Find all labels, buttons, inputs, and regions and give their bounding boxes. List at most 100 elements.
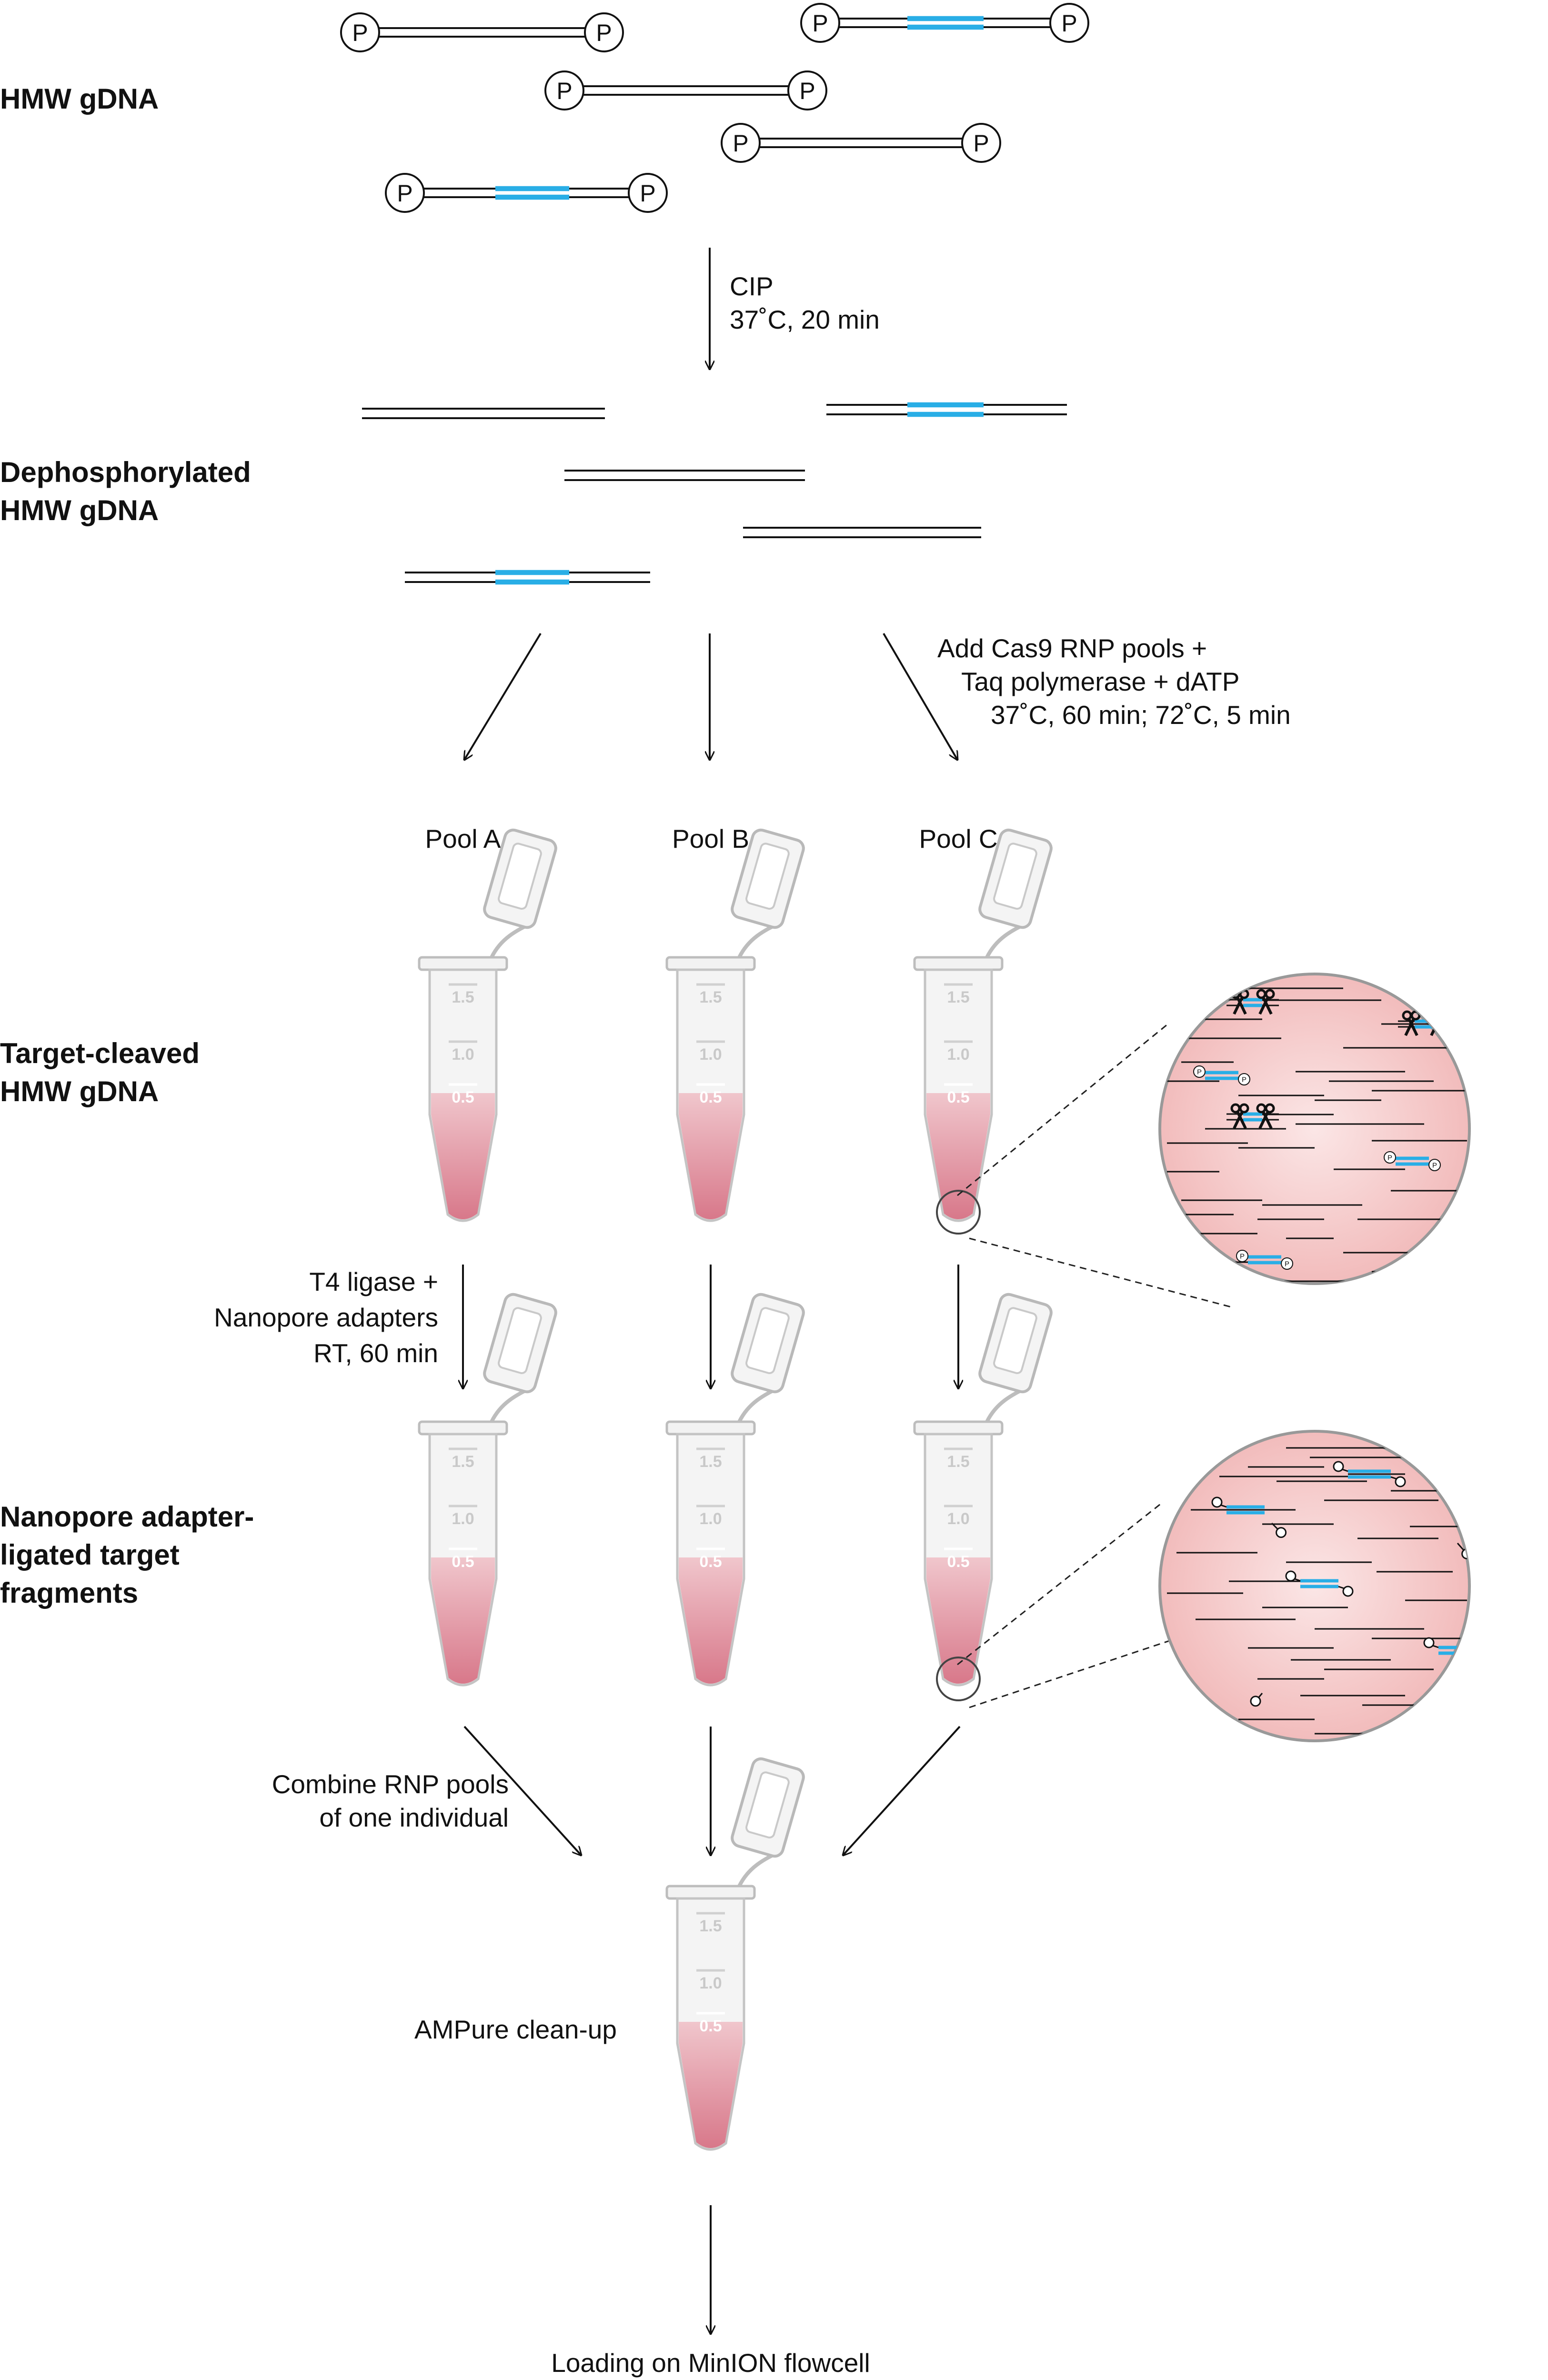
phosphate-circle — [1428, 1159, 1441, 1171]
adapter-stem — [1338, 1586, 1345, 1589]
tube-volume-mark: 0.5 — [452, 1553, 474, 1571]
adapter-stem — [1290, 1416, 1295, 1422]
adapter-head — [1395, 1476, 1406, 1487]
zoom-circle-cleaved — [1158, 973, 1471, 1285]
phosphate-circle-icon: P — [1428, 1159, 1441, 1171]
zoom-callout-ligated — [957, 1416, 1491, 1742]
tubes: 1.51.00.51.51.00.51.51.00.51.51.00.51.51… — [418, 828, 1053, 2151]
phosphate-circle — [721, 123, 761, 163]
tube-volume-mark: 1.5 — [947, 1453, 969, 1471]
phosphate-circle — [1281, 1257, 1293, 1270]
adapter-head — [1333, 1461, 1344, 1472]
cleaved-target — [1226, 990, 1279, 1014]
phosphate-circle-icon: P — [721, 123, 761, 163]
dna-fragment — [757, 138, 965, 148]
target-dna-fragment — [405, 570, 650, 585]
phosphate-label: P — [1458, 1286, 1463, 1294]
tube-volume-mark: 1.0 — [947, 1045, 969, 1064]
dna-fragment — [362, 408, 605, 419]
tube-rim — [665, 956, 756, 971]
tube-volume-mark: 1.0 — [699, 1974, 722, 1992]
tube-cap-inner — [498, 1307, 542, 1375]
pool-a-label: Pool A — [425, 824, 501, 854]
phosphate-circle — [584, 12, 624, 52]
phosphate-label: P — [812, 10, 828, 37]
phosphate-circle — [385, 173, 425, 213]
adapter-head — [1285, 1570, 1297, 1582]
tube-volume-mark: 1.5 — [452, 1453, 474, 1471]
phosphate-label: P — [1061, 10, 1077, 37]
adapter-head — [1481, 1653, 1491, 1663]
tube-cap-inner — [498, 843, 542, 910]
dephosphorylated-dna-fragments — [362, 402, 1067, 585]
tube-rim — [665, 1420, 756, 1436]
tube-combined: 1.51.00.5 — [665, 1757, 805, 2151]
phosphate-circle-icon: P — [1236, 1250, 1248, 1262]
step-nanopore-adapters: Nanopore adapters — [214, 1303, 438, 1332]
arrow-to-pool-c — [883, 633, 957, 760]
target-dna-fragment — [422, 186, 631, 200]
magnifier-ring-cleaved — [936, 1190, 981, 1235]
label-adapter-ligated-1: Nanopore adapter- — [0, 1501, 254, 1533]
phosphate-circle — [1236, 1250, 1248, 1262]
tube-volume-mark: 1.0 — [699, 1510, 722, 1528]
step-cas9-conditions: 37˚C, 60 min; 72˚C, 5 min — [991, 700, 1291, 730]
adapter-lollipop-icon — [1250, 1693, 1263, 1707]
step-combine-individual: of one individual — [319, 1803, 509, 1832]
target-dna-fragment — [837, 16, 1053, 30]
tube-liquid — [926, 1557, 990, 1684]
phosphate-circle-icon: P — [1238, 1073, 1250, 1085]
tube-volume-mark: 1.5 — [452, 988, 474, 1006]
tube-volume-mark: 0.5 — [452, 1088, 474, 1106]
adapter-head — [1276, 1527, 1287, 1538]
tube-liquid — [679, 2022, 743, 2148]
tube-cap-inner — [745, 1307, 790, 1375]
step-combine: Combine RNP pools — [272, 1769, 509, 1799]
phosphorylated-target: PP — [1410, 1276, 1467, 1295]
tube-liquid — [679, 1093, 743, 1219]
tube-volume-mark: 1.5 — [699, 988, 722, 1006]
label-target-cleaved: Target-cleaved — [0, 1037, 200, 1069]
tube-rim — [913, 956, 1004, 971]
phosphate-circle — [628, 173, 668, 213]
tube-cap-inner — [993, 843, 1037, 910]
phosphate-circle-icon: P — [1410, 1276, 1422, 1284]
label-dephosphorylated-hmw: HMW gDNA — [0, 494, 159, 526]
step-t4-ligase: T4 ligase + — [309, 1267, 438, 1296]
phosphate-circle-icon: P — [1049, 3, 1089, 43]
phosphate-label: P — [556, 78, 572, 104]
tube-rim — [665, 1885, 756, 1900]
phosphate-circle-icon: P — [961, 123, 1001, 163]
step-ligation-conditions: RT, 60 min — [313, 1338, 438, 1368]
phosphate-label: P — [596, 20, 612, 46]
phosphate-label: P — [973, 130, 989, 157]
tube-liquid — [431, 1093, 495, 1219]
label-hmw-gdna: HMW gDNA — [0, 83, 159, 115]
phosphate-circle-icon: P — [1455, 1284, 1467, 1295]
tube-volume-mark: 1.0 — [947, 1510, 969, 1528]
phosphate-label: P — [1197, 1068, 1202, 1076]
tube-pool-a: 1.51.00.5 — [418, 828, 557, 1222]
tube-cap-inner — [745, 1771, 790, 1839]
label-adapter-ligated-2: ligated target — [0, 1539, 180, 1571]
step-cas9: Add Cas9 RNP pools + — [937, 633, 1207, 663]
tube-volume-mark: 0.5 — [699, 2017, 722, 2035]
phosphate-circle-icon: P — [1384, 1151, 1396, 1164]
phosphate-circle-icon: P — [1193, 1065, 1206, 1078]
label-target-cleaved-hmw: HMW gDNA — [0, 1075, 159, 1107]
phosphate-circle-icon: P — [800, 3, 840, 43]
tube-ligated-b: 1.51.00.5 — [665, 1293, 805, 1687]
tube-volume-mark: 1.5 — [947, 988, 969, 1006]
phosphate-circle-icon: P — [787, 70, 827, 110]
phosphate-circle — [1049, 3, 1089, 43]
adapter-stem — [1477, 1653, 1482, 1655]
phosphate-label: P — [1432, 1161, 1437, 1169]
phosphate-circle — [1455, 1284, 1467, 1295]
adapter-stem — [1390, 1476, 1397, 1480]
tube-volume-mark: 1.0 — [452, 1510, 474, 1528]
phosphate-label: P — [640, 180, 655, 207]
pool-c-label: Pool C — [919, 824, 997, 854]
